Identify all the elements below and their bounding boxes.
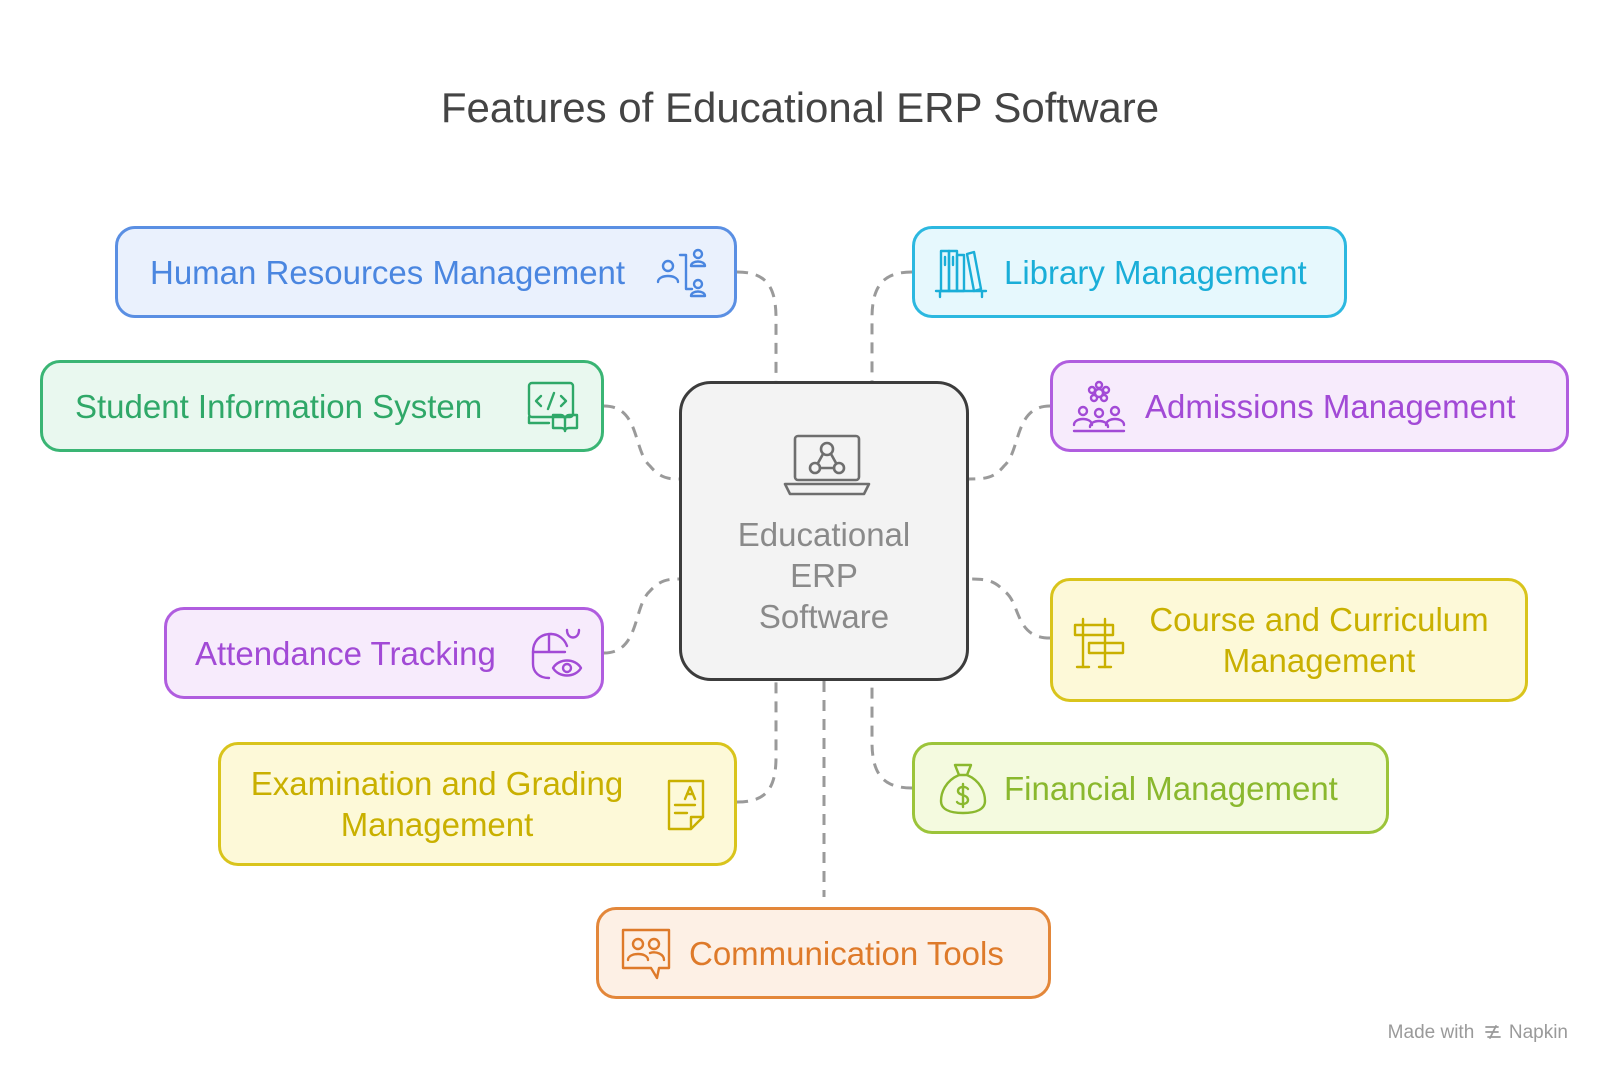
bookshelf-icon bbox=[933, 245, 989, 301]
graded-paper-icon bbox=[659, 777, 715, 833]
feature-node-attendance: Attendance Tracking bbox=[164, 607, 604, 699]
diagram-title: Features of Educational ERP Software bbox=[440, 84, 1160, 131]
napkin-logo-icon bbox=[1484, 1024, 1502, 1040]
feature-node-financial: Financial Management bbox=[912, 742, 1389, 834]
feature-label: Attendance Tracking bbox=[195, 634, 496, 672]
flower-people-icon bbox=[1071, 379, 1127, 435]
feature-node-library: Library Management bbox=[912, 226, 1347, 318]
feature-label-line-1: Examination and Grading bbox=[250, 765, 624, 802]
feature-node-course: Course and Curriculum Management bbox=[1050, 578, 1528, 702]
connector-sis bbox=[603, 404, 680, 481]
feature-label-line-2: Management bbox=[340, 806, 534, 843]
connector-library bbox=[870, 270, 913, 381]
feature-label: Course and Curriculum Management bbox=[1139, 599, 1499, 681]
center-label: Educational ERP Software bbox=[682, 514, 966, 637]
feature-label: Financial Management bbox=[1004, 769, 1338, 807]
connector-hr bbox=[736, 270, 778, 381]
feature-label-line-1: Course and Curriculum bbox=[1149, 601, 1489, 638]
signpost-icon bbox=[1071, 615, 1127, 671]
org-people-icon bbox=[652, 245, 708, 301]
chat-people-icon bbox=[619, 926, 675, 982]
feature-label: Human Resources Management bbox=[150, 253, 626, 291]
connector-admissions bbox=[968, 404, 1051, 481]
feature-label: Communication Tools bbox=[689, 934, 1004, 972]
connector-financial bbox=[870, 681, 913, 790]
napkin-brand-text: Napkin bbox=[1508, 1022, 1568, 1043]
connector-exam bbox=[736, 681, 778, 804]
feature-node-communication: Communication Tools bbox=[596, 907, 1051, 999]
napkin-attribution: Made with Napkin bbox=[1388, 1022, 1568, 1044]
center-label-line-3: Software bbox=[758, 598, 890, 635]
feature-label: Admissions Management bbox=[1145, 387, 1516, 425]
money-bag-icon bbox=[935, 761, 991, 817]
feature-label-line-2: Management bbox=[1222, 642, 1416, 679]
made-with-text: Made with bbox=[1387, 1022, 1475, 1043]
center-label-line-1: Educational bbox=[737, 516, 911, 553]
feature-label: Library Management bbox=[1004, 253, 1307, 291]
feature-node-admissions: Admissions Management bbox=[1050, 360, 1569, 452]
center-node: Educational ERP Software bbox=[679, 381, 969, 681]
feature-node-hr: Human Resources Management bbox=[115, 226, 737, 318]
feature-node-exam: Examination and Grading Management bbox=[218, 742, 737, 866]
feature-label: Student Information System bbox=[75, 387, 483, 425]
code-book-icon bbox=[525, 379, 581, 435]
feature-label: Examination and Grading Management bbox=[247, 763, 627, 845]
connector-course bbox=[968, 577, 1051, 640]
feature-node-sis: Student Information System bbox=[40, 360, 604, 452]
network-laptop-icon bbox=[782, 432, 872, 502]
center-label-line-2: ERP bbox=[790, 557, 858, 594]
mouse-eye-icon bbox=[529, 626, 585, 682]
connector-attendance bbox=[603, 577, 680, 655]
